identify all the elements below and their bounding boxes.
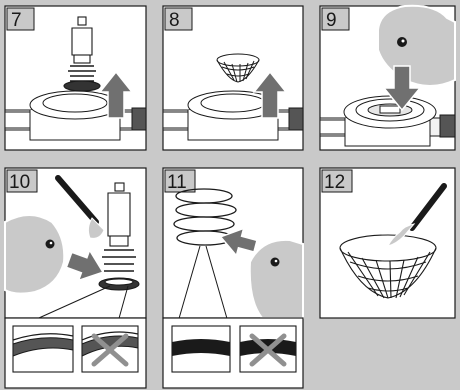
bird-head-icon [250,240,303,318]
step-8-panel: 8 [163,6,303,150]
step-11-panel: 11 [163,168,303,322]
step-10-number: 10 [9,172,30,193]
step-12-panel: 12 [320,168,455,318]
step-11-number: 11 [167,172,187,193]
step-7-number: 7 [11,10,22,31]
step-9-panel: 9 [320,6,455,150]
step-8-number: 8 [169,10,180,31]
step-10-panel: 10 [5,168,146,322]
step-9-number: 9 [326,10,337,31]
step-12-number: 12 [324,172,345,193]
step-11-detail [163,318,303,388]
step-7-panel: 7 [5,6,146,150]
step-10-detail [5,318,146,388]
